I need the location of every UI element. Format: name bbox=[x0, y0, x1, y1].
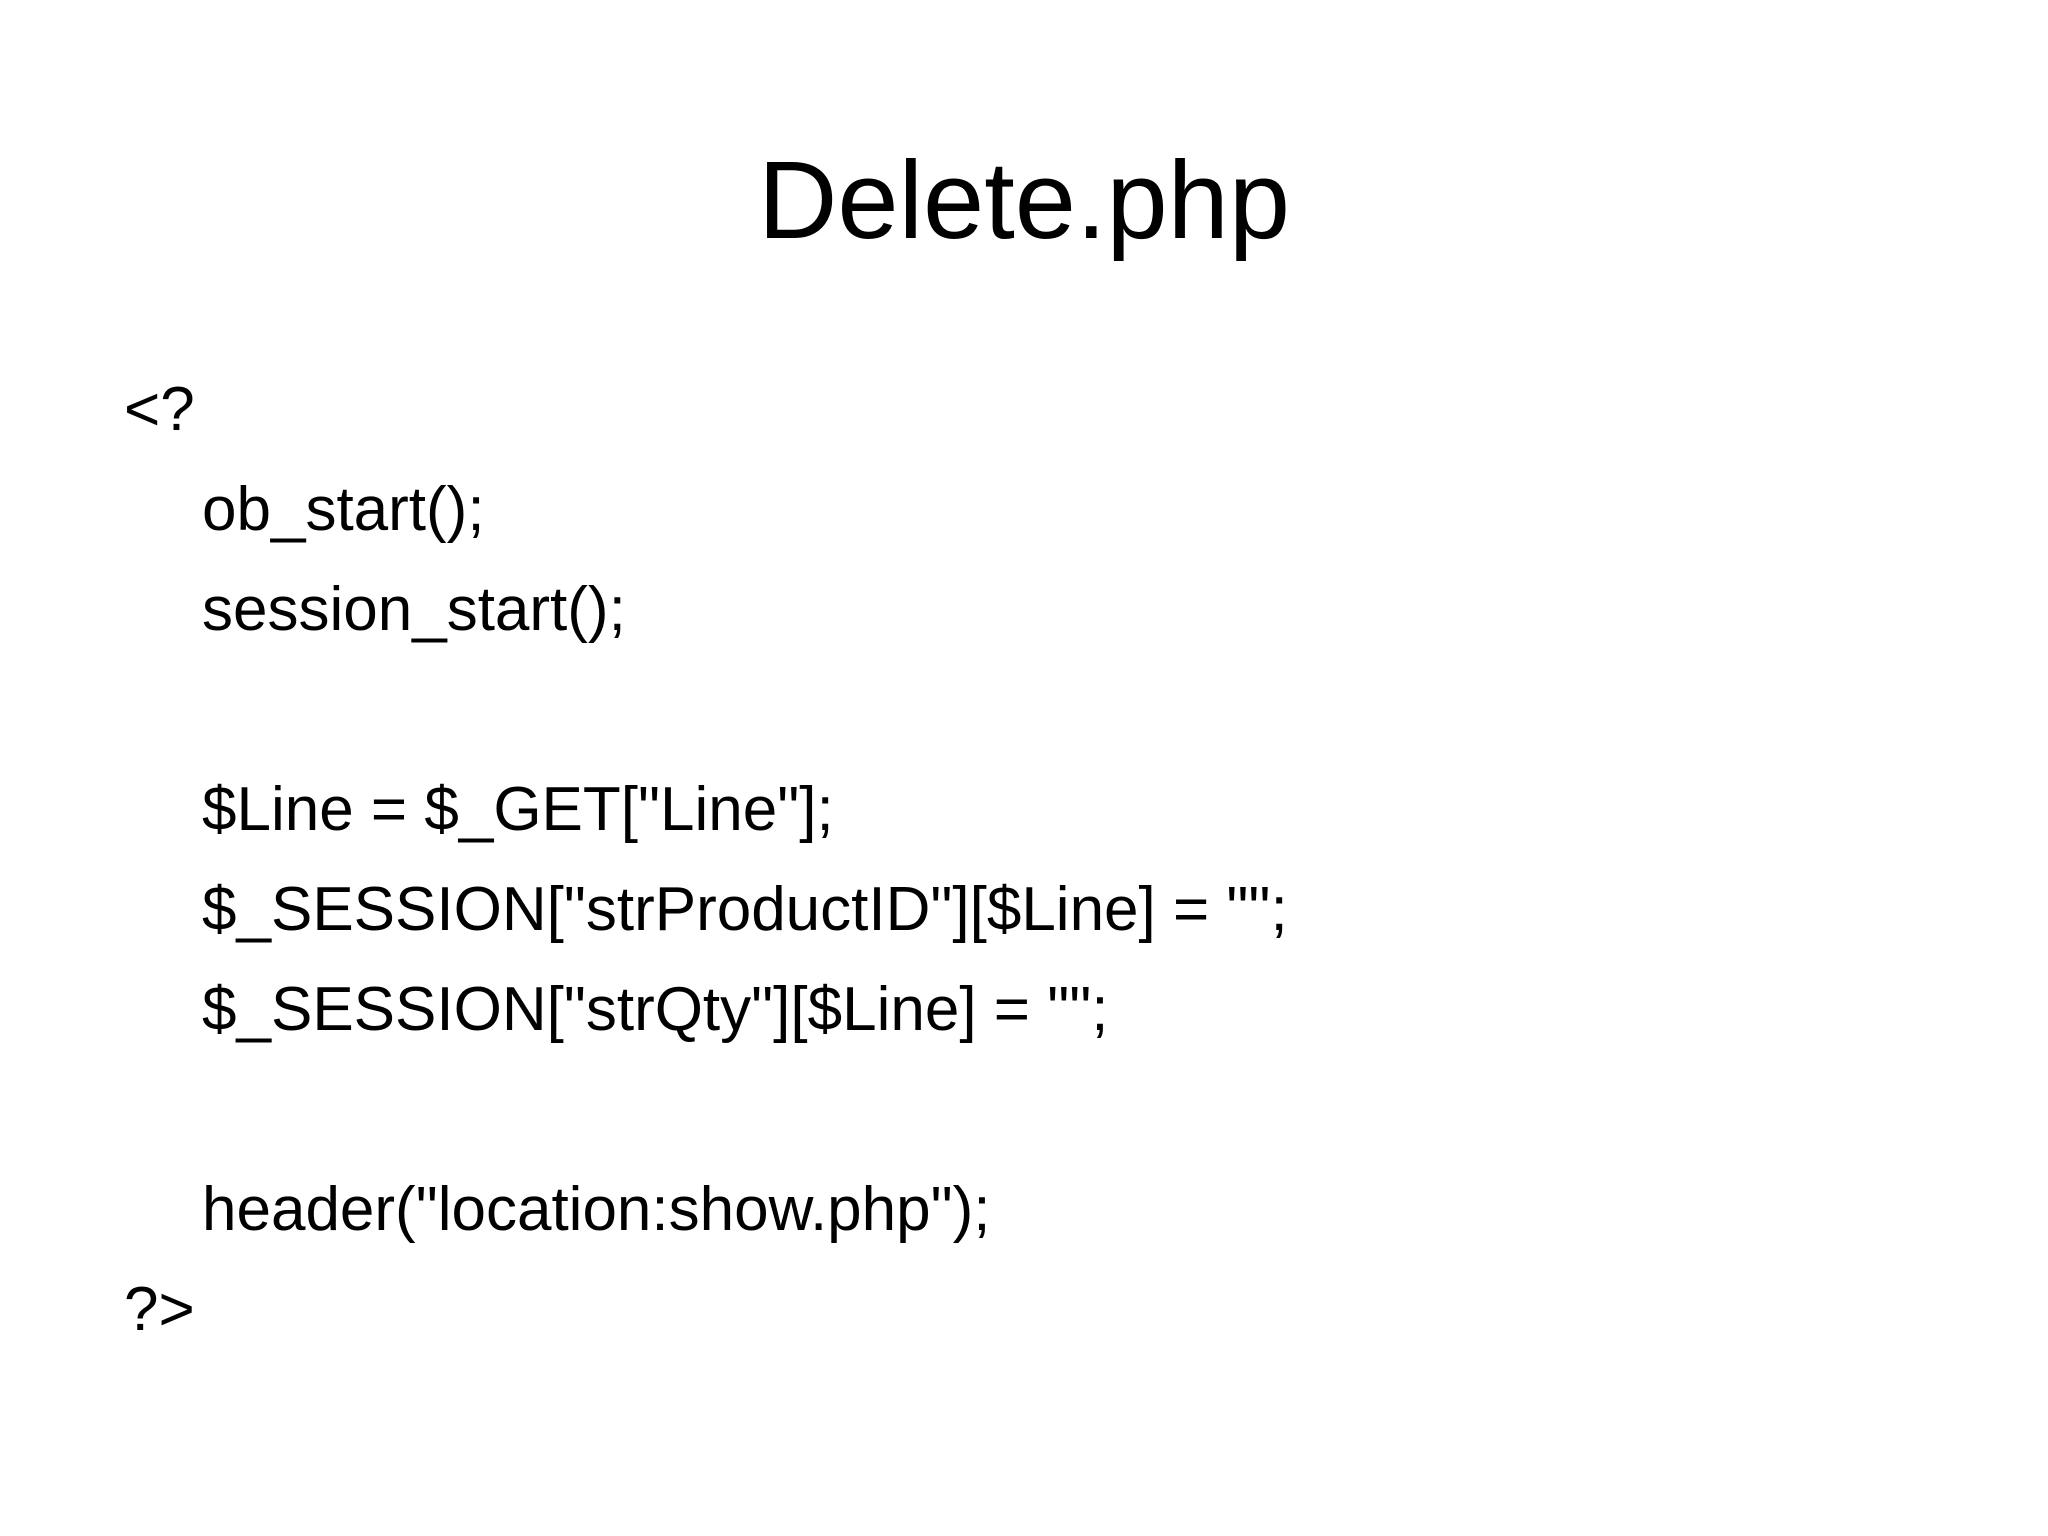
code-line-ob-start: ob_start(); bbox=[202, 475, 485, 544]
code-line-blank-1 bbox=[124, 660, 2048, 760]
code-line-blank-2 bbox=[124, 1060, 2048, 1160]
code-line-session-qty: $_SESSION["strQty"][$Line] = ""; bbox=[202, 975, 1109, 1044]
code-line-header-redirect: header("location:show.php"); bbox=[202, 1175, 991, 1244]
code-line-get-line: $Line = $_GET["Line"]; bbox=[202, 775, 834, 844]
page-title: Delete.php bbox=[757, 139, 1291, 262]
code-block: <? ob_start(); session_start(); $Line = … bbox=[124, 360, 2048, 1360]
code-line-php-open: <? bbox=[124, 375, 195, 444]
code-line-session-product-id: $_SESSION["strProductID"][$Line] = ""; bbox=[202, 875, 1288, 944]
code-line-session-start: session_start(); bbox=[202, 575, 626, 644]
code-line-php-close: ?> bbox=[124, 1275, 195, 1344]
